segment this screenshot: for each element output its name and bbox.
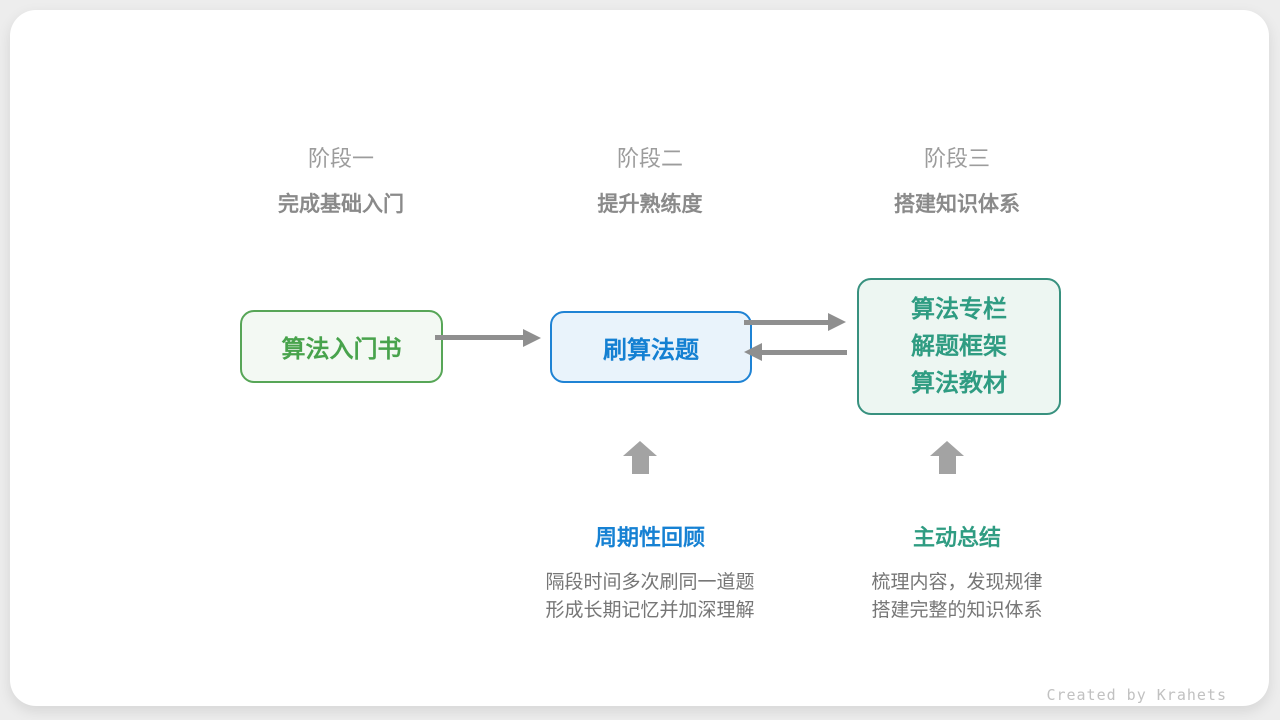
annotation-summary-description: 梳理内容，发现规律 搭建完整的知识体系 <box>777 569 1137 625</box>
up-arrow-summary-icon <box>930 441 964 474</box>
node-practice-problems-label: 刷算法题 <box>603 336 699 364</box>
arrow-1-to-2-head-icon <box>523 328 541 347</box>
credit-text: Created by Krahets <box>1046 686 1227 704</box>
annotation-review-desc-line-2: 形成长期记忆并加深理解 <box>545 600 755 621</box>
annotation-review-desc-line-1: 隔段时间多次刷同一道题 <box>545 572 755 593</box>
stage-1-label: 阶段一 <box>307 146 374 171</box>
arrow-2-to-3-head-icon <box>828 313 846 331</box>
stage-3-label: 阶段三 <box>923 146 990 171</box>
node-resources-line-3: 算法教材 <box>911 370 1007 397</box>
annotation-summary-desc-line-2: 搭建完整的知识体系 <box>871 600 1043 621</box>
annotation-review-description: 隔段时间多次刷同一道题 形成长期记忆并加深理解 <box>470 569 830 625</box>
arrow-1-to-2-line <box>435 335 523 340</box>
diagram-card: 阶段一 阶段二 阶段三 完成基础入门 提升熟练度 搭建知识体系 算法入门书 刷算… <box>10 10 1269 706</box>
up-arrow-review-icon <box>623 441 657 474</box>
node-resources-line-2: 解题框架 <box>911 333 1007 360</box>
annotation-review-title: 周期性回顾 <box>594 525 705 550</box>
annotation-summary-title: 主动总结 <box>912 525 1001 550</box>
arrow-3-to-2-line <box>762 349 847 355</box>
node-practice-problems: 刷算法题 <box>550 311 752 383</box>
annotation-summary-desc-line-1: 梳理内容，发现规律 <box>871 572 1043 593</box>
stage-1-subtitle: 完成基础入门 <box>278 193 404 216</box>
stage-2-subtitle: 提升熟练度 <box>597 193 703 216</box>
node-intro-book-label: 算法入门书 <box>281 336 402 363</box>
node-knowledge-resources: 算法专栏 解题框架 算法教材 <box>857 278 1061 415</box>
arrow-3-to-2-head-icon <box>744 343 762 361</box>
node-intro-book: 算法入门书 <box>240 310 443 383</box>
stage-3-subtitle: 搭建知识体系 <box>894 193 1020 216</box>
node-resources-line-1: 算法专栏 <box>911 296 1007 323</box>
arrow-2-to-3-line <box>744 319 828 325</box>
stage-2-label: 阶段二 <box>616 146 683 171</box>
